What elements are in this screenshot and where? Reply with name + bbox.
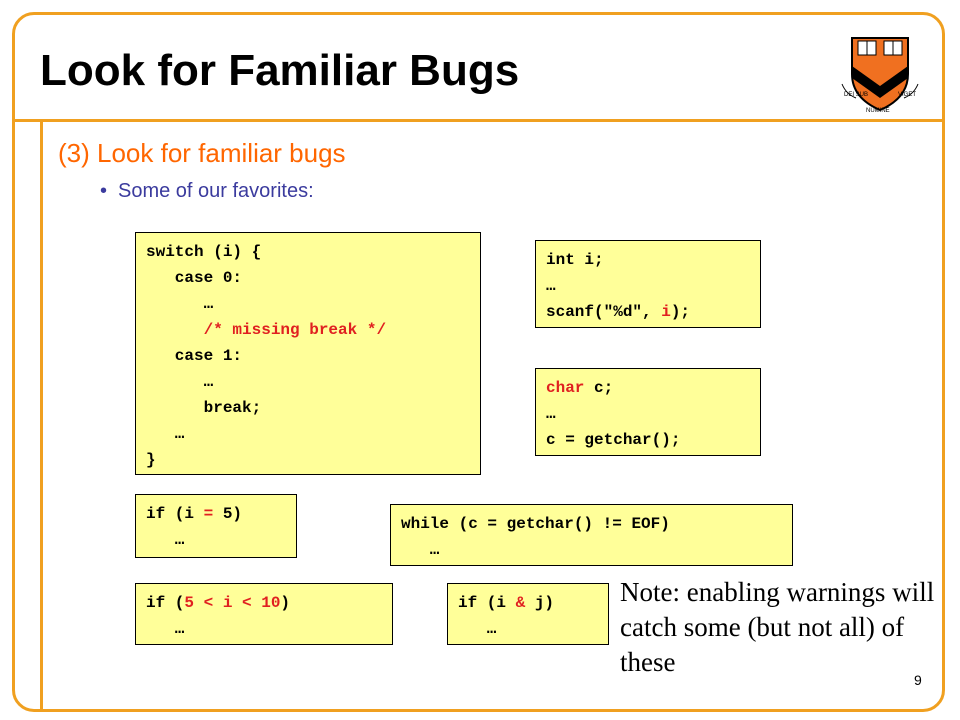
code-box-while: while (c = getchar() != EOF) … [390, 504, 793, 566]
bullet-item: • Some of our favorites: [100, 180, 314, 203]
code-line: case 0: [146, 269, 243, 287]
code-line: c; [584, 379, 614, 397]
bullet-text: Some of our favorites: [118, 180, 314, 202]
code-box-switch: switch (i) { case 0: … /* missing break … [135, 232, 481, 475]
code-line: … [546, 405, 556, 423]
code-line: … [146, 373, 214, 391]
princeton-shield-logo: DEI SUB NUMINE VIGET [841, 37, 919, 114]
code-box-scanf: int i; … scanf("%d", i); [535, 240, 761, 328]
code-highlight: = [203, 505, 214, 523]
code-line: } [146, 451, 156, 469]
code-box-getchar: char c; … c = getchar(); [535, 368, 761, 456]
code-highlight: & [515, 594, 526, 612]
code-line: … [458, 620, 497, 638]
bullet-dot-icon: • [100, 180, 108, 202]
code-line: … [401, 541, 440, 559]
left-divider [40, 122, 43, 712]
code-highlight: i [661, 303, 671, 321]
code-line: switch (i) { [146, 243, 262, 261]
code-box-assign: if (i = 5) … [135, 494, 297, 558]
code-line-highlight: /* missing break */ [146, 321, 387, 339]
code-box-range: if (5 < i < 10) … [135, 583, 393, 645]
code-line: … [146, 295, 214, 313]
slide-subheading: (3) Look for familiar bugs [58, 138, 346, 168]
code-line: while (c = getchar() != EOF) [401, 515, 670, 533]
code-line: if (i [146, 505, 204, 523]
code-highlight: 5 < i < 10 [184, 594, 281, 612]
code-line: j) [525, 594, 555, 612]
logo-motto-top: DEI SUB [844, 92, 868, 98]
code-line: ); [670, 303, 691, 321]
slide-frame [12, 12, 945, 712]
page-number: 9 [914, 672, 922, 688]
logo-motto-mid: NUMINE [866, 108, 890, 114]
code-line: 5) [213, 505, 243, 523]
title-divider [12, 119, 945, 122]
logo-motto-right: VIGET [898, 92, 916, 98]
code-line: if ( [146, 594, 185, 612]
code-highlight: char [546, 379, 585, 397]
code-line: … [146, 531, 185, 549]
code-line: int i; [546, 251, 604, 269]
slide-title: Look for Familiar Bugs [40, 46, 520, 95]
code-line: break; [146, 399, 262, 417]
code-box-bitand: if (i & j) … [447, 583, 609, 645]
code-line: if (i [458, 594, 516, 612]
code-line: scanf("%d", [546, 303, 662, 321]
code-line: ) [280, 594, 291, 612]
code-line: … [146, 620, 185, 638]
code-line: case 1: [146, 347, 243, 365]
code-line: c = getchar(); [546, 431, 681, 449]
code-line: … [546, 277, 556, 295]
warning-note: Note: enabling warnings will catch some … [620, 577, 935, 677]
code-line: … [146, 425, 185, 443]
